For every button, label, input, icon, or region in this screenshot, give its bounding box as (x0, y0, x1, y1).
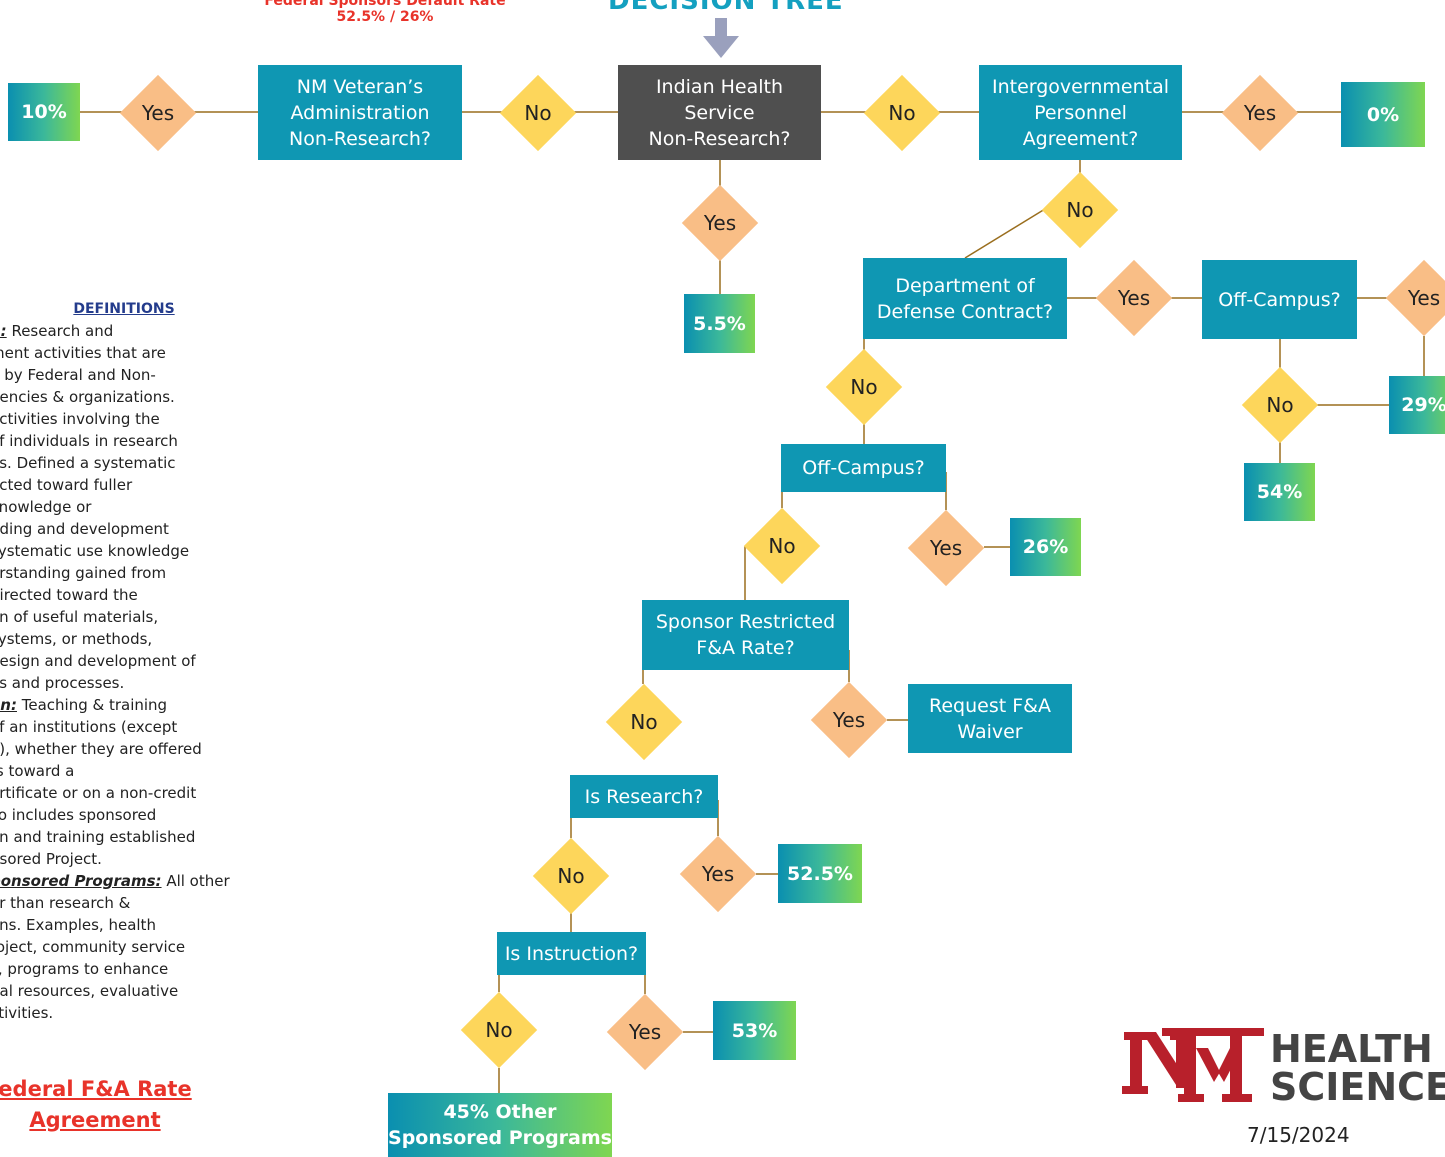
decision-label: No (888, 101, 916, 125)
federal-rate-agreement-link[interactable]: ederal F&A Rate Agreement (0, 1077, 192, 1132)
yes-diamond: Yes (1222, 75, 1298, 151)
health-sciences-wordmark: HEALTH SCIENCE (1270, 1030, 1445, 1106)
default-rate-values: 52.5% / 26% (336, 9, 434, 25)
definitions-panel: DEFINITIONS h: Research and ment activit… (0, 298, 230, 1024)
decision-label: Yes (832, 708, 866, 732)
decision-label: No (1066, 198, 1094, 222)
off-campus-node: Off-Campus? (781, 444, 946, 492)
is-research-node: Is Research? (570, 775, 718, 818)
no-diamond: No (1242, 367, 1318, 443)
rate-53: 53% (713, 1001, 796, 1060)
yes-diamond: Yes (811, 682, 887, 758)
off-campus-dod-node: Off-Campus? (1202, 260, 1357, 339)
decision-label: Yes (703, 211, 737, 235)
decision-label: Yes (1407, 286, 1441, 310)
decision-label: Yes (628, 1020, 662, 1044)
yes-diamond: Yes (908, 510, 984, 586)
rate-26: 26% (1010, 518, 1081, 576)
dod-contract-node: Department of Defense Contract? (863, 258, 1067, 339)
no-diamond: No (826, 349, 902, 425)
decision-label: Yes (141, 101, 175, 125)
yes-diamond: Yes (682, 185, 758, 261)
decision-label: Yes (1243, 101, 1277, 125)
decision-label: No (557, 864, 585, 888)
instruction-body: Teaching & training of an institutions (… (0, 696, 202, 868)
down-arrow-icon (703, 18, 739, 58)
request-waiver-node: Request F&A Waiver (908, 684, 1072, 753)
intergovernmental-node: Intergovernmental Personnel Agreement? (979, 65, 1182, 160)
decision-label: Yes (1117, 286, 1151, 310)
no-diamond: No (1042, 172, 1118, 248)
rate-5-5: 5.5% (684, 294, 755, 353)
unm-logo-icon (1122, 1028, 1264, 1102)
no-diamond: No (864, 75, 940, 151)
research-body: Research and ment activities that are d … (0, 322, 196, 692)
no-diamond: No (461, 992, 537, 1068)
decision-label: Yes (929, 536, 963, 560)
decision-label: No (630, 710, 658, 734)
default-rate-heading: Federal Sponsors Default Rate (264, 0, 506, 9)
rate-54: 54% (1244, 463, 1315, 521)
other-sponsored-term: ponsored Programs: (0, 872, 162, 890)
yes-diamond: Yes (120, 75, 196, 151)
date-label: 7/15/2024 (1247, 1123, 1350, 1147)
research-term: h: (0, 322, 7, 340)
decision-label: No (850, 375, 878, 399)
yes-diamond: Yes (607, 994, 683, 1070)
no-diamond: No (606, 684, 682, 760)
nm-veterans-node: NM Veteran’s Administration Non-Research… (258, 65, 462, 160)
logo-line-health: HEALTH (1270, 1027, 1433, 1071)
is-instruction-node: Is Instruction? (497, 932, 646, 975)
instruction-term: on: (0, 696, 17, 714)
rate-10: 10% (8, 83, 80, 141)
decision-label: No (1266, 393, 1294, 417)
decision-label: No (485, 1018, 513, 1042)
rate-45-other-sponsored: 45% Other Sponsored Programs (388, 1093, 612, 1157)
logo-line-science: SCIENCE (1270, 1065, 1445, 1109)
no-diamond: No (533, 838, 609, 914)
decision-label: No (768, 534, 796, 558)
sponsor-restricted-node: Sponsor Restricted F&A Rate? (642, 600, 849, 670)
yes-diamond: Yes (680, 836, 756, 912)
rate-0: 0% (1341, 82, 1425, 147)
decision-label: No (524, 101, 552, 125)
no-diamond: No (744, 508, 820, 584)
other-sponsored-definition: ponsored Programs: All other er than res… (0, 870, 230, 1024)
indian-health-node: Indian Health Service Non-Research? (618, 65, 821, 160)
yes-diamond: Yes (1096, 260, 1172, 336)
definitions-heading: DEFINITIONS (73, 301, 175, 317)
decision-label: Yes (701, 862, 735, 886)
rate-29: 29% (1389, 376, 1445, 434)
research-definition: h: Research and ment activities that are… (0, 320, 230, 694)
rate-52-5: 52.5% (778, 844, 862, 903)
instruction-definition: on: Teaching & training of an institutio… (0, 694, 230, 870)
yes-diamond-cut: Yes (1386, 260, 1445, 336)
no-diamond: No (500, 75, 576, 151)
default-rate-label: Federal Sponsors Default Rate 52.5% / 26… (250, 0, 520, 25)
other-sponsored-body: All other er than research & ons. Exampl… (0, 872, 230, 1022)
page-title: DECISION TREE (608, 0, 844, 16)
